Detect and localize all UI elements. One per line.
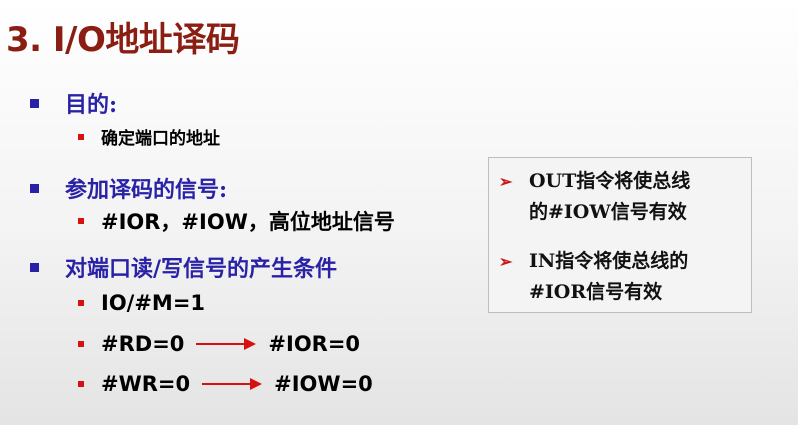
sub-item-signals-list: #IOR，#IOW，高位地址信号 — [78, 206, 395, 236]
square-bullet-icon — [78, 133, 84, 140]
slide-title: 3. I/O地址译码 — [6, 20, 240, 60]
sub-item-label: #IOR，#IOW，高位地址信号 — [101, 210, 395, 234]
sub-item-label: 确定端口的地址 — [101, 129, 220, 149]
square-bullet-icon — [30, 262, 39, 272]
sub-item-determine-address: 确定端口的地址 — [78, 124, 220, 149]
side-note-out: ➢ OUT指令将使总线 的#IOW信号有效 — [499, 166, 690, 228]
square-bullet-icon — [78, 218, 84, 224]
square-bullet-icon — [30, 183, 39, 193]
mapping-left: #RD=0 — [101, 332, 185, 356]
right-arrow-icon — [196, 338, 257, 350]
side-note-line: #IOR信号有效 — [529, 281, 663, 303]
square-bullet-icon — [78, 341, 84, 347]
square-bullet-icon — [30, 98, 39, 108]
bullet-item-label: 目的: — [65, 92, 118, 118]
mapping-right: #IOW=0 — [274, 372, 373, 396]
sub-item-io-m: IO/#M=1 — [78, 291, 205, 315]
mapping-left: #WR=0 — [101, 372, 191, 396]
square-bullet-icon — [78, 381, 84, 387]
mapping-right: #IOR=0 — [268, 332, 361, 356]
side-note-line: 的#IOW信号有效 — [529, 201, 687, 223]
side-note-box: ➢ OUT指令将使总线 的#IOW信号有效 ➢ IN指令将使总线的 #IOR信号… — [488, 157, 752, 313]
side-note-line: IN指令将使总线的 — [529, 250, 689, 272]
mapping-row-rd: #RD=0 #IOR=0 — [78, 332, 360, 356]
bullet-item-label: 参加译码的信号: — [65, 177, 228, 203]
sub-item-label: IO/#M=1 — [101, 291, 206, 315]
bullet-item-label: 对端口读/写信号的产生条件 — [65, 256, 338, 282]
bullet-item-read-write-conditions: 对端口读/写信号的产生条件 — [30, 251, 337, 283]
mapping-row-wr: #WR=0 #IOW=0 — [78, 372, 373, 396]
square-bullet-icon — [78, 300, 84, 306]
bullet-item-purpose: 目的: — [30, 87, 117, 119]
right-arrow-icon — [202, 378, 263, 390]
arrow-bullet-icon: ➢ — [499, 172, 513, 191]
bullet-item-decode-signals: 参加译码的信号: — [30, 172, 227, 204]
side-note-line: OUT指令将使总线 — [529, 170, 691, 192]
side-note-in: ➢ IN指令将使总线的 #IOR信号有效 — [499, 246, 688, 308]
arrow-bullet-icon: ➢ — [499, 252, 513, 271]
